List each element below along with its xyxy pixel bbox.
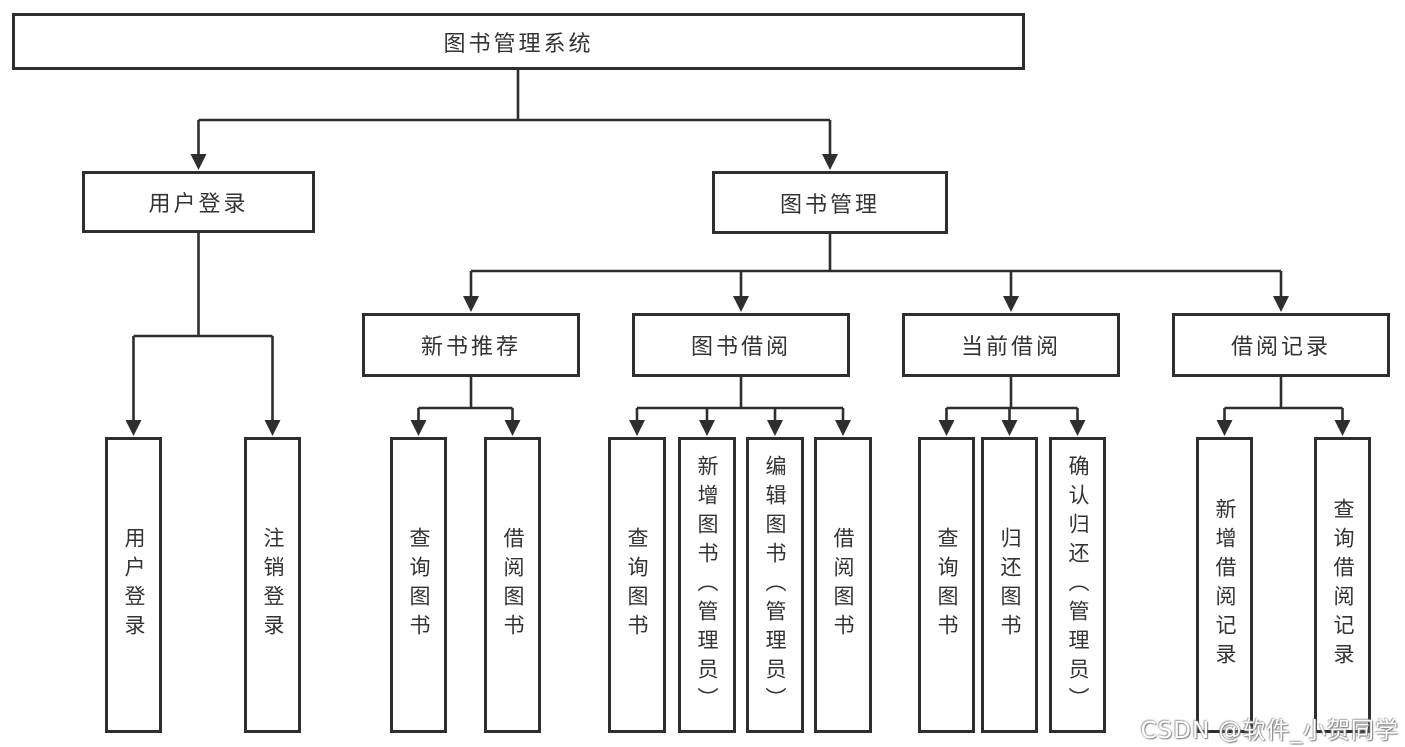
leaf-query-books-current: 查询图书 [918, 437, 975, 733]
csdn-watermark: CSDN @软件_小贺同学 [1140, 718, 1399, 744]
leaf-add-borrow-record: 新增借阅记录 [1196, 437, 1253, 733]
leaf-user-login: 用户登录 [105, 437, 162, 733]
leaf-query-borrow-record: 查询借阅记录 [1314, 437, 1371, 733]
leaf-query-books-borrow: 查询图书 [608, 437, 666, 733]
branch-borrow-records [1223, 377, 1344, 423]
branch-root [197, 70, 832, 157]
branch-book-borrow [635, 377, 845, 423]
branch-book-management [469, 234, 1283, 299]
leaf-add-books-admin: 新增图书（管理员） [678, 437, 736, 733]
branch-user-login [132, 233, 274, 423]
leaf-return-books: 归还图书 [981, 437, 1038, 733]
node-new-book-recommend: 新书推荐 [362, 313, 580, 377]
node-book-management-group: 图书管理 [712, 171, 948, 234]
leaf-borrow-books-borrow: 借阅图书 [814, 437, 872, 733]
arrow-down-icons [125, 154, 1351, 436]
node-book-borrow: 图书借阅 [632, 313, 850, 377]
node-current-borrow: 当前借阅 [902, 313, 1120, 377]
node-library-management-system: 图书管理系统 [12, 13, 1025, 70]
leaf-edit-books-admin: 编辑图书（管理员） [746, 437, 804, 733]
node-user-login-group: 用户登录 [82, 171, 315, 233]
leaf-logout: 注销登录 [244, 437, 301, 733]
leaf-confirm-return-admin: 确认归还（管理员） [1049, 437, 1106, 733]
leaf-borrow-books-recommend: 借阅图书 [484, 437, 541, 733]
node-borrow-records: 借阅记录 [1172, 313, 1390, 377]
leaf-query-books-recommend: 查询图书 [390, 437, 447, 733]
branch-new-book-recommend [417, 377, 514, 423]
branch-current-borrow [945, 377, 1079, 423]
